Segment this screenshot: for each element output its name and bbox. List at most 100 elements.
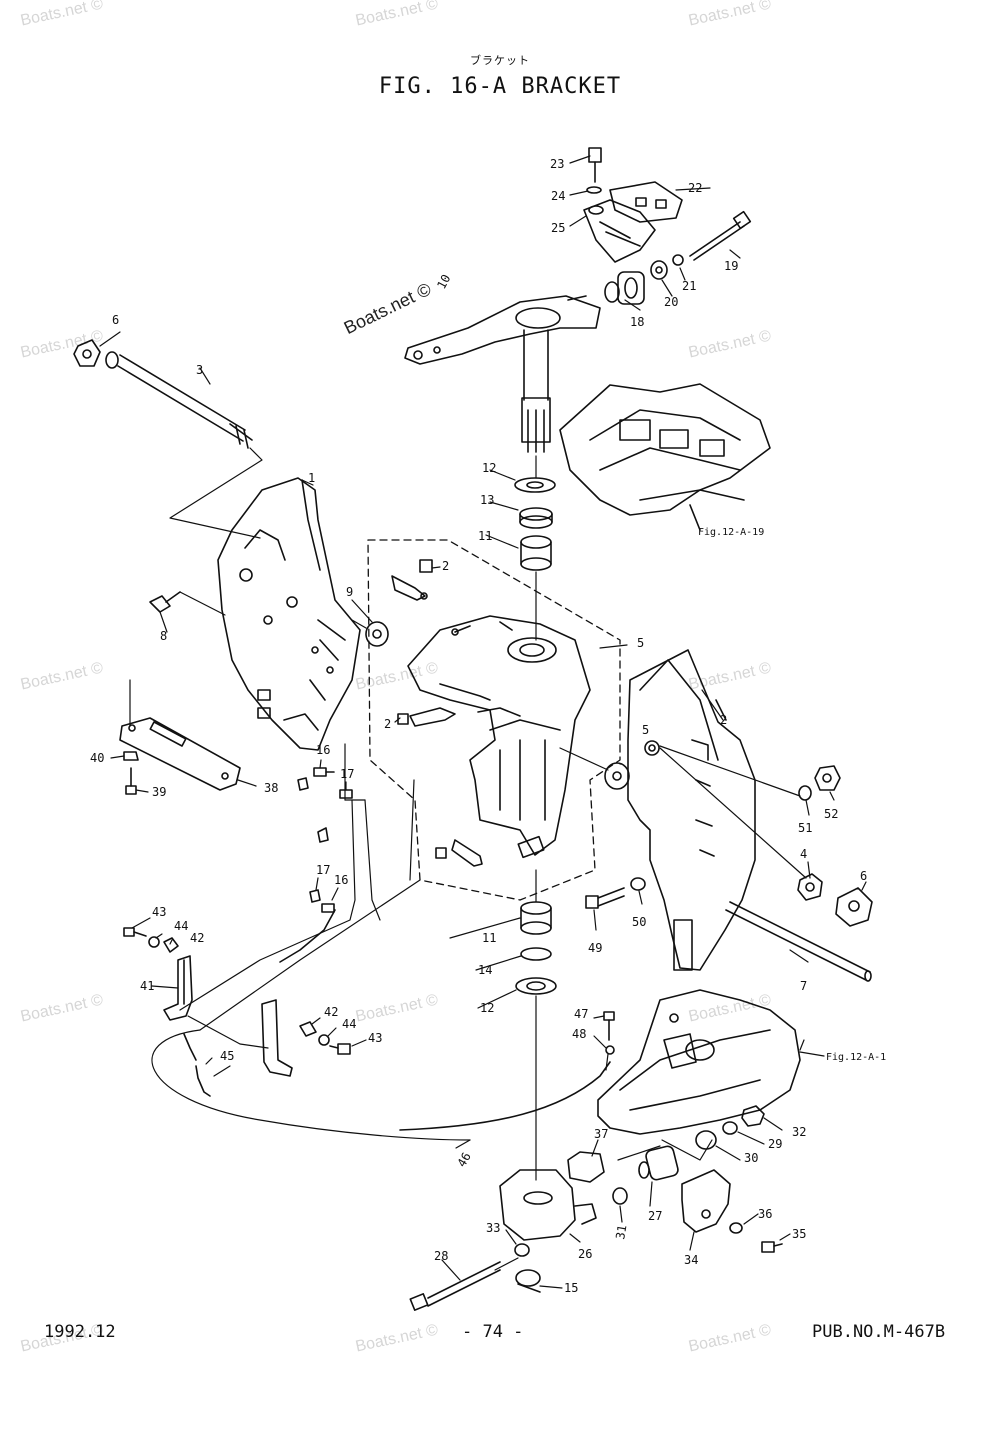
callout-label: 5 bbox=[642, 723, 649, 737]
washer-20 bbox=[650, 260, 668, 280]
callout-label: 28 bbox=[434, 1249, 448, 1263]
washer-12-lower bbox=[515, 977, 557, 995]
nut-52 bbox=[814, 765, 841, 791]
callout-label: 23 bbox=[550, 157, 564, 171]
callout-label: 37 bbox=[594, 1127, 608, 1141]
callout-label: 34 bbox=[684, 1253, 698, 1267]
clamp-bracket-1 bbox=[217, 477, 361, 751]
callout-label: 17 bbox=[340, 767, 354, 781]
callout-label: 24 bbox=[551, 189, 565, 203]
callout-label: 22 bbox=[688, 181, 702, 195]
callout-label: 44 bbox=[174, 919, 188, 933]
callout-label: 50 bbox=[632, 915, 646, 929]
plate-25 bbox=[609, 181, 683, 223]
clip-15 bbox=[515, 1269, 541, 1293]
bolt-49 bbox=[585, 887, 625, 909]
washer-24 bbox=[586, 186, 602, 194]
nut-32 bbox=[741, 1105, 765, 1127]
bolt-35 bbox=[761, 1241, 783, 1253]
bolt-23 bbox=[588, 147, 602, 183]
bolt-39 bbox=[125, 767, 137, 795]
callout-label: 35 bbox=[792, 1227, 806, 1241]
callout-label: 33 bbox=[486, 1221, 500, 1235]
nut-21 bbox=[672, 254, 684, 266]
callout-label: 41 bbox=[140, 979, 154, 993]
lock-pin-2-upper bbox=[391, 559, 433, 601]
callout-label: 9 bbox=[346, 585, 353, 599]
nut-42-a bbox=[163, 937, 179, 953]
title-kana-caption: ブラケット bbox=[470, 54, 530, 67]
callout-label: 18 bbox=[630, 315, 644, 329]
washer-31 bbox=[612, 1187, 628, 1205]
ground-lead-16-17 bbox=[279, 889, 336, 963]
bushing-13 bbox=[519, 507, 553, 529]
callout-label: 38 bbox=[264, 781, 278, 795]
callout-label: 29 bbox=[768, 1137, 782, 1151]
callout-label: 31 bbox=[613, 1224, 629, 1241]
mount-26 bbox=[499, 1169, 597, 1241]
callout-label: 1 bbox=[308, 471, 315, 485]
callout-label: 30 bbox=[744, 1151, 758, 1165]
callout-label: 13 bbox=[480, 493, 494, 507]
callout-label: 6 bbox=[860, 869, 867, 883]
callout-label: 11 bbox=[478, 529, 492, 543]
lower-mount-housing bbox=[597, 989, 801, 1135]
cap-17-b bbox=[317, 827, 329, 843]
cable-46 bbox=[399, 1061, 611, 1131]
callout-label: 2 bbox=[384, 717, 391, 731]
ring-14 bbox=[520, 947, 552, 961]
clamp-bracket-2 bbox=[627, 649, 756, 971]
callout-label: 43 bbox=[368, 1031, 382, 1045]
callout-label: 10 bbox=[434, 272, 453, 291]
washer-12 bbox=[514, 477, 556, 493]
callout-label: 36 bbox=[758, 1207, 772, 1221]
bolt-43-b bbox=[329, 1043, 351, 1055]
footer-page-number: - 74 - bbox=[462, 1322, 524, 1342]
callout-label: 42 bbox=[190, 931, 204, 945]
washer-44-b bbox=[318, 1034, 330, 1046]
callout-label: 42 bbox=[324, 1005, 338, 1019]
callout-label: 12 bbox=[482, 461, 496, 475]
callout-label: 6 bbox=[112, 313, 119, 327]
swivel-bracket-9 bbox=[407, 615, 591, 859]
footer-date: 1992.12 bbox=[44, 1322, 116, 1342]
ref-fig-12-a-19: Fig.12-A-19 bbox=[698, 527, 764, 538]
callout-label: 27 bbox=[648, 1209, 662, 1223]
washer-33 bbox=[514, 1243, 530, 1257]
ref-fig-12-a-1: Fig.12-A-1 bbox=[826, 1052, 886, 1063]
callout-label: 15 bbox=[564, 1281, 578, 1295]
bolt-8 bbox=[149, 591, 181, 613]
nut-42-b bbox=[299, 1021, 317, 1037]
callout-label: 5 bbox=[637, 636, 644, 650]
callout-label: 21 bbox=[682, 279, 696, 293]
mount-18 bbox=[604, 271, 645, 305]
mount-27 bbox=[638, 1145, 679, 1181]
nut-6-left bbox=[73, 339, 101, 367]
washer-48 bbox=[605, 1045, 615, 1055]
washer-29 bbox=[722, 1121, 738, 1135]
callout-label: 19 bbox=[724, 259, 738, 273]
grease-nipple-16-a bbox=[313, 767, 335, 777]
callout-label: 8 bbox=[160, 629, 167, 643]
callout-label: 40 bbox=[90, 751, 104, 765]
steering-shaft bbox=[521, 329, 551, 453]
callout-label: 16 bbox=[316, 743, 330, 757]
callout-label: 52 bbox=[824, 807, 838, 821]
figure-title: FIG. 16-A BRACKET bbox=[378, 74, 622, 99]
callout-label: 48 bbox=[572, 1027, 586, 1041]
callout-label: 43 bbox=[152, 905, 166, 919]
nut-4 bbox=[797, 873, 823, 901]
callout-label: 32 bbox=[792, 1125, 806, 1139]
plate-38 bbox=[119, 717, 241, 791]
callout-label: 12 bbox=[480, 1001, 494, 1015]
cap-37 bbox=[567, 1151, 605, 1183]
bolt-47 bbox=[603, 1011, 615, 1041]
strap-41 bbox=[163, 955, 193, 1021]
bushing-11 bbox=[520, 535, 552, 571]
bolt-28 bbox=[409, 1261, 501, 1311]
callout-label: 47 bbox=[574, 1007, 588, 1021]
tilt-tube-7 bbox=[725, 901, 872, 982]
callout-label: 16 bbox=[334, 873, 348, 887]
